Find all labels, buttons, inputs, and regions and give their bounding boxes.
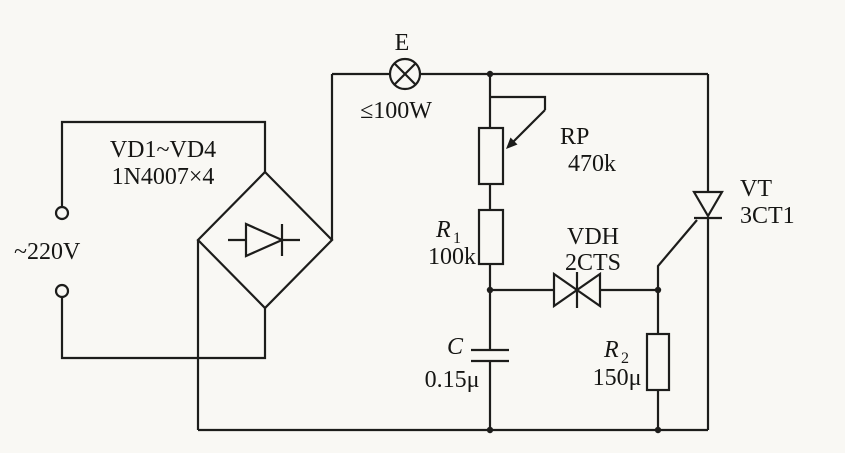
capacitor-name-label: C [447, 334, 464, 360]
thyristor-gate-wire [656, 219, 698, 290]
lamp-icon [388, 57, 422, 91]
rp-wiper-tail [490, 95, 547, 110]
junction-dot [486, 70, 494, 78]
junction-dot [486, 426, 494, 434]
junction-dot [654, 286, 662, 294]
rp-wiper-arm [511, 109, 546, 144]
wire-ac-top [60, 120, 267, 207]
lamp-circle [388, 57, 422, 91]
thyristor-icon [656, 190, 724, 290]
ac-terminal-bottom-icon [54, 283, 70, 299]
r1-subscript-label: 1 [453, 230, 461, 247]
lamp-name-label: E [395, 30, 410, 56]
source-label: ~220V [14, 239, 81, 265]
capacitor-value-label: 0.15μ [425, 367, 480, 393]
junction-dot [654, 426, 662, 434]
diac-name-label: VDH [567, 224, 619, 250]
lamp-cross-2 [393, 62, 417, 86]
junction-dot [486, 286, 494, 294]
rp-wiper-arrowhead [506, 137, 518, 149]
bridge-diamond [196, 170, 334, 310]
thyristor-triangle [692, 190, 724, 219]
bridge-diode-triangle [244, 222, 285, 258]
r2-subscript-label: 2 [621, 350, 629, 367]
r1-name-label: R [435, 217, 451, 243]
thyristor-value-label: 3CT1 [740, 203, 795, 229]
diac-icon [552, 271, 602, 309]
diac-value-label: 2CTS [565, 250, 621, 276]
resistor-r1-icon [477, 208, 505, 266]
thyristor-name-label: VT [740, 176, 772, 202]
capacitor-icon [471, 348, 509, 363]
rp-name-label: RP [560, 124, 589, 150]
r1-value-label: 100k [428, 244, 476, 270]
lamp-value-label: ≤100W [360, 98, 432, 124]
r2-name-label: R [603, 337, 619, 363]
diac-triangle-right [552, 271, 579, 309]
rp-body [477, 126, 505, 186]
resistor-r2-icon [645, 332, 671, 392]
r2-value-label: 150μ [593, 365, 642, 391]
bridge-rectifier-icon [196, 170, 334, 310]
rp-value-label: 470k [568, 151, 616, 177]
diac-triangle-left [575, 271, 602, 309]
bridge-value-label: 1N4007×4 [112, 164, 215, 190]
wire-ac-bottom [60, 297, 267, 360]
ac-terminal-top-icon [54, 205, 70, 221]
bridge-name-label: VD1~VD4 [110, 137, 216, 163]
